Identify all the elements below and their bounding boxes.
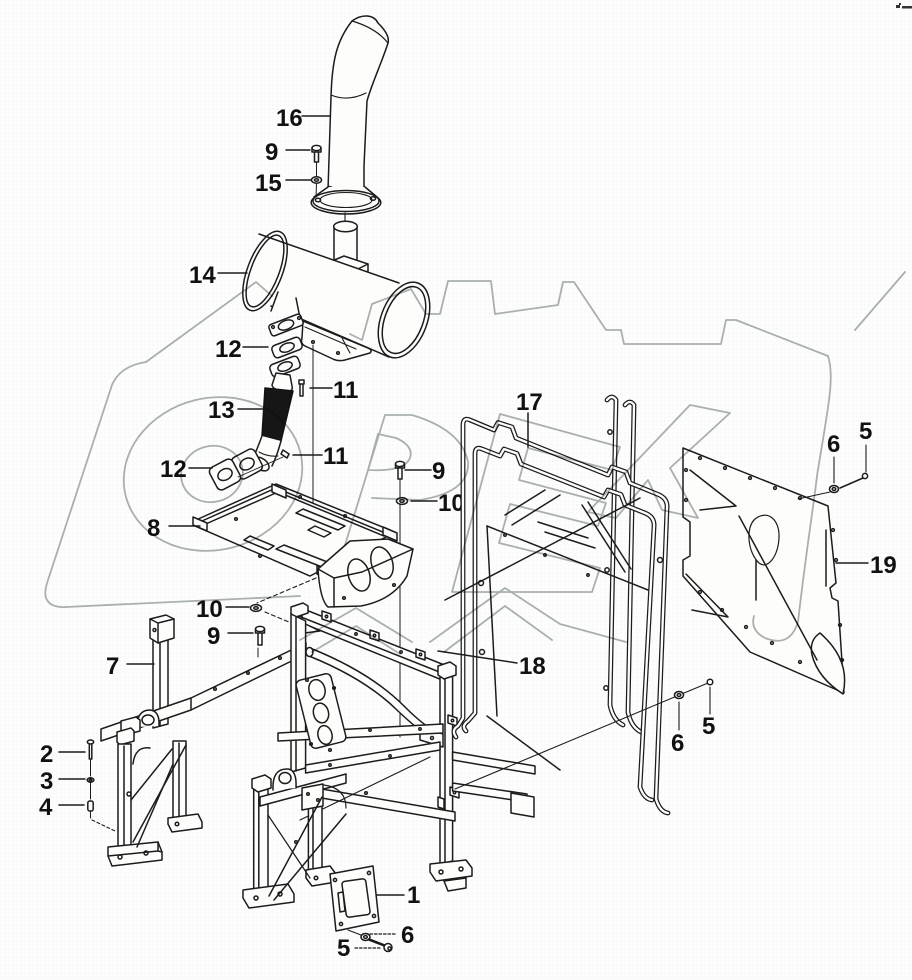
svg-text:11: 11 (333, 377, 358, 404)
svg-text:3: 3 (40, 768, 53, 795)
svg-text:14: 14 (189, 262, 216, 289)
svg-text:4: 4 (39, 794, 53, 821)
svg-text:6: 6 (401, 922, 414, 949)
svg-text:15: 15 (255, 170, 282, 197)
svg-text:12: 12 (215, 336, 242, 363)
svg-text:13: 13 (208, 397, 235, 424)
svg-text:8: 8 (147, 515, 160, 542)
svg-text:5: 5 (859, 418, 872, 445)
svg-text:6: 6 (671, 730, 684, 757)
svg-text:5: 5 (702, 713, 715, 740)
svg-text:16: 16 (276, 105, 303, 132)
svg-text:5: 5 (337, 935, 350, 962)
svg-text:18: 18 (519, 653, 546, 680)
svg-text:17: 17 (516, 389, 543, 416)
svg-text:12: 12 (160, 456, 187, 483)
svg-text:11: 11 (323, 443, 348, 470)
svg-text:19: 19 (870, 552, 897, 579)
svg-text:9: 9 (207, 623, 220, 650)
svg-text:1: 1 (407, 882, 420, 909)
svg-text:9: 9 (265, 139, 278, 166)
svg-text:9: 9 (432, 458, 445, 485)
svg-text:2: 2 (40, 741, 53, 768)
svg-text:6: 6 (827, 431, 840, 458)
svg-text:7: 7 (106, 653, 119, 680)
